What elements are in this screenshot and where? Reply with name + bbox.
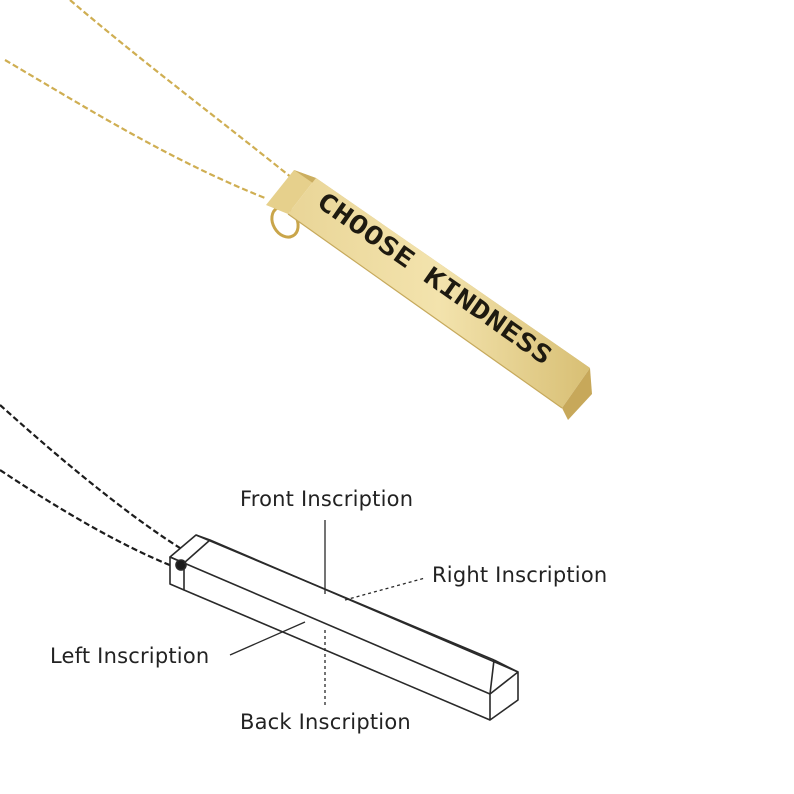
right-inscription-label: Right Inscription	[432, 563, 608, 587]
engraving-text: CHOOSE KINDNESS	[312, 186, 558, 370]
back-inscription-label: Back Inscription	[240, 710, 411, 734]
front-inscription-label: Front Inscription	[240, 487, 414, 511]
left-inscription-label: Left Inscription	[50, 644, 210, 668]
gold-chain	[4, 0, 293, 200]
bar-wireframe-diagram	[169, 534, 519, 721]
leader-lines	[229, 520, 426, 706]
gold-bar-pendant	[266, 170, 592, 420]
black-chain	[0, 404, 181, 568]
